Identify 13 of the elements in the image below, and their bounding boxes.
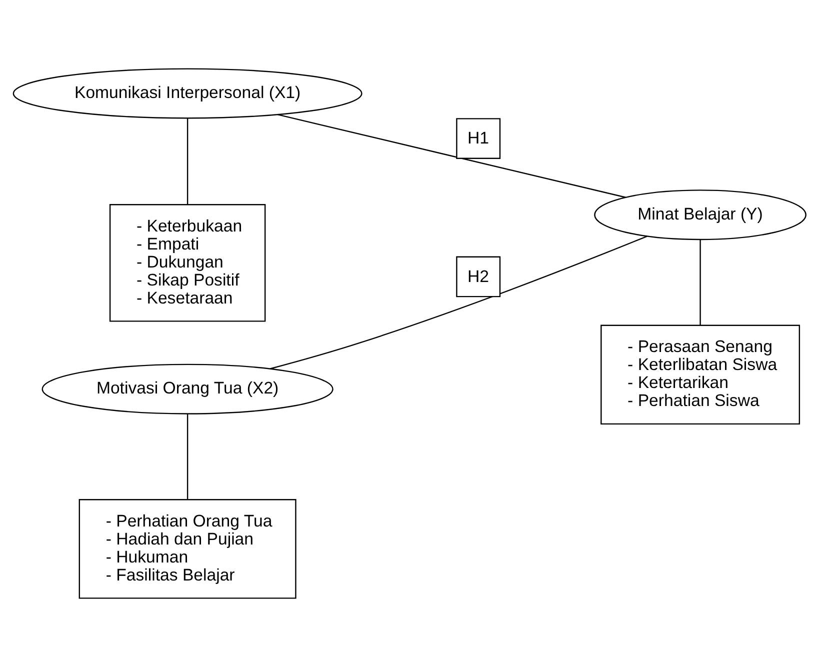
node-ellipse: Komunikasi Interpersonal (X1) <box>12 68 362 118</box>
node-box: - Keterbukaan - Empati - Dukungan - Sikap Positif - Kesetaraan <box>109 204 266 322</box>
edge-label: H2 <box>468 266 490 286</box>
node-ellipse: Minat Belajar (Y) <box>594 189 806 240</box>
connector <box>270 235 648 369</box>
connector <box>278 114 626 198</box>
connector <box>700 239 701 325</box>
edge-label: H1 <box>468 128 490 148</box>
node-ellipse: Motivasi Orang Tua (X2) <box>42 363 334 414</box>
connector <box>186 118 188 204</box>
node-box: - Perhatian Orang Tua - Hadiah dan Pujian - Hukuman - Fasilitas Belajar <box>78 498 296 598</box>
node-box: - Perasaan Senang - Keterlibatan Siswa - Ketertarikan - Perhatian Siswa <box>600 324 800 424</box>
connector <box>186 414 188 500</box>
